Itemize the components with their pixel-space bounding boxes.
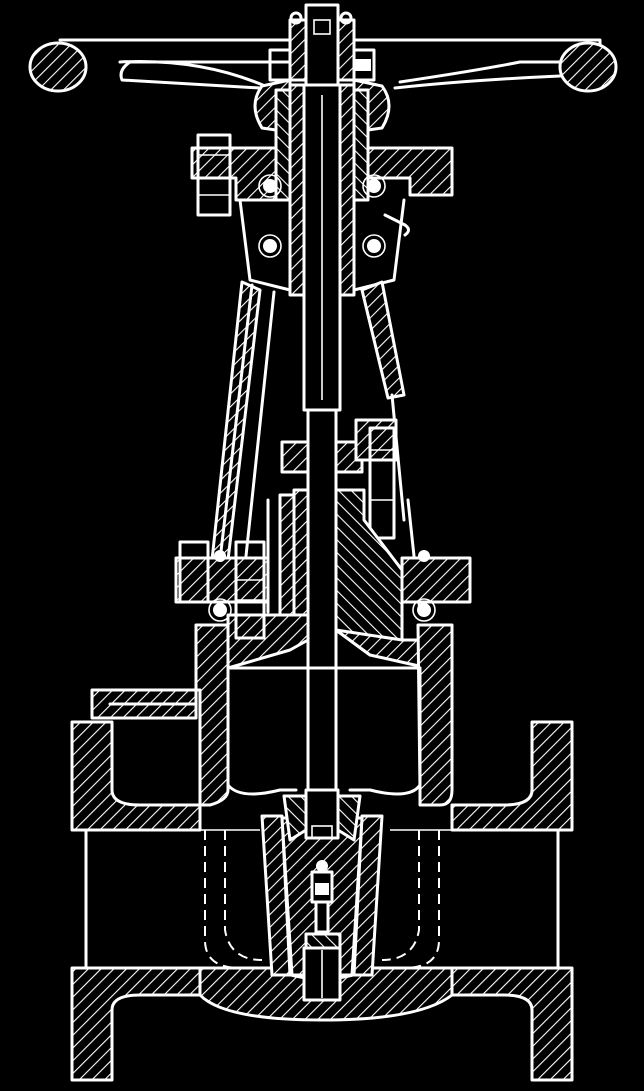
- yoke: [210, 198, 406, 562]
- bonnet-bolt-center: [234, 540, 266, 640]
- yoke-bolt-left: [196, 133, 232, 217]
- body-wall-right: [416, 623, 454, 807]
- bearing-ball: [263, 179, 277, 193]
- wedge-assembly: [204, 788, 440, 1002]
- bearing-ball: [263, 239, 277, 253]
- handwheel-rim-right: [558, 41, 618, 93]
- inlet-flange: [70, 720, 202, 832]
- valve-body: [90, 623, 454, 807]
- stem-top: [288, 3, 356, 87]
- body-bonnet-flange: [174, 540, 472, 640]
- outlet-flange: [450, 720, 574, 832]
- bearing-ball: [367, 239, 381, 253]
- stem: [302, 83, 342, 792]
- bearing-ball: [367, 179, 381, 193]
- body-wall-left: [194, 623, 230, 807]
- end-flanges: [70, 720, 574, 1082]
- yoke-flange: [190, 133, 454, 258]
- handwheel-rim-left: [28, 41, 88, 93]
- gland-eyebolt: [368, 426, 396, 540]
- bonnet-bolt-left: [178, 540, 210, 604]
